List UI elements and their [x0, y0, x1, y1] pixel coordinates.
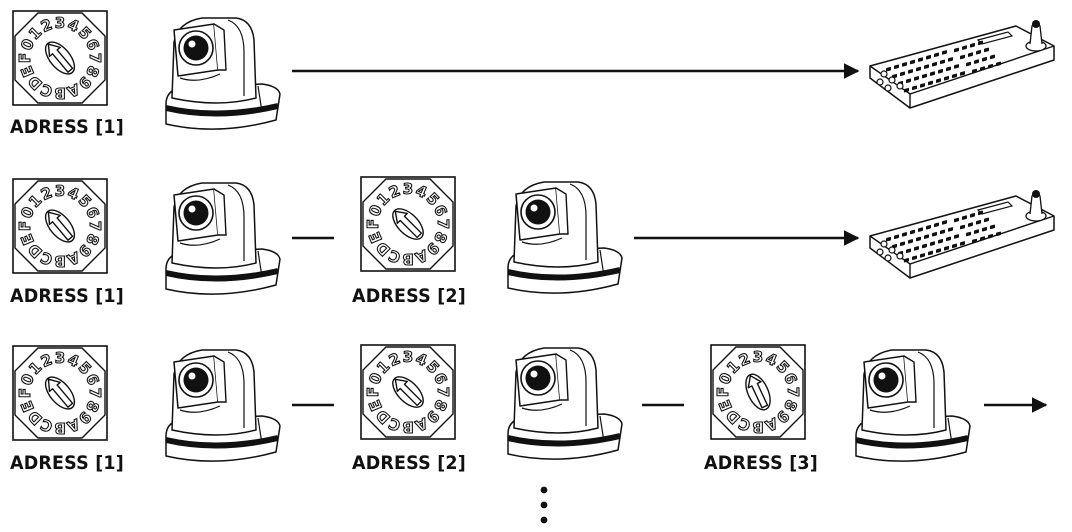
dial-digit: 7 — [434, 219, 452, 229]
dial-digit: B — [752, 418, 763, 436]
address-label: ADRESS [3] — [704, 452, 818, 474]
dial-digit: B — [402, 418, 413, 436]
dial-digit: F — [16, 221, 34, 231]
dial-digit: 3 — [753, 348, 763, 366]
dial-digit: F — [364, 387, 382, 397]
ptz-camera — [158, 177, 286, 303]
address-label: ADRESS [2] — [352, 452, 466, 474]
dial-digit: B — [54, 252, 65, 270]
continuation-dot — [540, 516, 548, 524]
dial-digit: F — [714, 387, 732, 397]
ptz-camera — [848, 344, 976, 470]
address-label: ADRESS [1] — [10, 285, 124, 307]
continuation-dot — [540, 501, 548, 509]
dial-digit: 7 — [86, 221, 104, 231]
address-label: ADRESS [2] — [352, 285, 466, 307]
continuation-dot — [540, 486, 548, 494]
ptz-camera — [158, 344, 286, 470]
dial-digit: F — [16, 53, 34, 63]
dial-digit: F — [364, 219, 382, 229]
dial-digit: 7 — [86, 388, 104, 398]
ptz-controller-keyboard — [866, 16, 1056, 124]
ptz-camera — [500, 342, 628, 468]
ptz-controller-keyboard — [866, 186, 1056, 294]
dial-digit: 7 — [784, 387, 802, 397]
ptz-camera — [500, 176, 628, 302]
dial-digit: 3 — [55, 182, 65, 200]
dial-digit: F — [16, 388, 34, 398]
address-label: ADRESS [1] — [10, 452, 124, 474]
ptz-camera — [158, 12, 286, 138]
address-label: ADRESS [1] — [10, 116, 124, 138]
dial-digit: 3 — [403, 348, 413, 366]
dial-digit: 3 — [55, 14, 65, 32]
dial-digit: 7 — [86, 53, 104, 63]
dial-digit: B — [54, 419, 65, 437]
dial-digit: 3 — [403, 180, 413, 198]
dial-digit: 3 — [55, 349, 65, 367]
dial-digit: 7 — [434, 387, 452, 397]
dial-digit: B — [402, 250, 413, 268]
dial-digit: B — [54, 84, 65, 102]
